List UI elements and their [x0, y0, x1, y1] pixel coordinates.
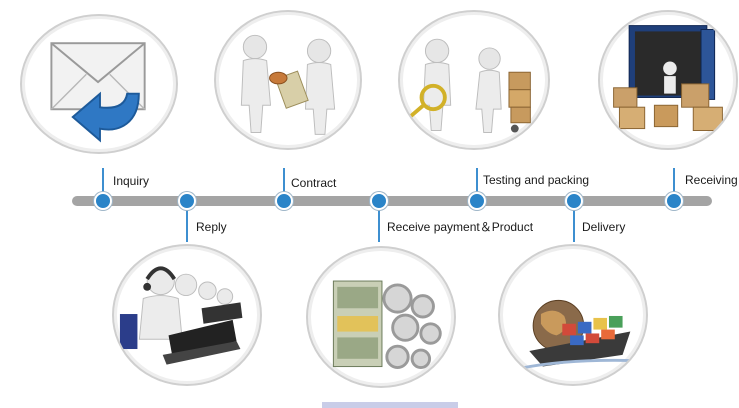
label-contract: Contract — [291, 176, 337, 190]
stem-receiving — [673, 168, 675, 198]
node-contract — [275, 192, 293, 210]
footer-strip — [322, 402, 458, 408]
container-boxes-icon — [613, 25, 723, 131]
circle-reply — [112, 244, 262, 386]
stem-reply — [186, 204, 188, 242]
label-delivery: Delivery — [582, 220, 626, 234]
label-receiving: Receiving — [685, 173, 738, 187]
label-inquiry: Inquiry — [113, 174, 150, 188]
circle-receiving — [598, 10, 738, 150]
stem-inquiry — [102, 168, 104, 198]
node-inquiry — [94, 192, 112, 210]
node-receiving — [665, 192, 683, 210]
circle-testing — [398, 10, 550, 150]
node-reply — [178, 192, 196, 210]
circle-delivery — [498, 244, 648, 386]
node-testing — [468, 192, 486, 210]
node-payment — [370, 192, 388, 210]
stem-delivery — [573, 204, 575, 242]
label-reply: Reply — [196, 220, 227, 234]
call-center-icon — [119, 266, 243, 365]
envelope-reply-icon — [50, 42, 146, 143]
label-testing: Testing and packing — [483, 173, 590, 187]
inspection-packing-icon — [408, 38, 531, 133]
circle-payment — [306, 246, 456, 388]
circle-inquiry — [20, 14, 178, 154]
money-gears-icon — [332, 280, 442, 369]
circle-contract — [214, 10, 362, 150]
stem-testing — [476, 168, 478, 198]
handshake-contract-icon — [240, 34, 336, 135]
cargo-ship-icon — [519, 299, 637, 370]
stem-payment — [378, 204, 380, 242]
stem-contract — [283, 168, 285, 198]
label-payment: Receive payment＆Product — [387, 220, 534, 234]
timeline-bar — [72, 196, 712, 206]
node-delivery — [565, 192, 583, 210]
